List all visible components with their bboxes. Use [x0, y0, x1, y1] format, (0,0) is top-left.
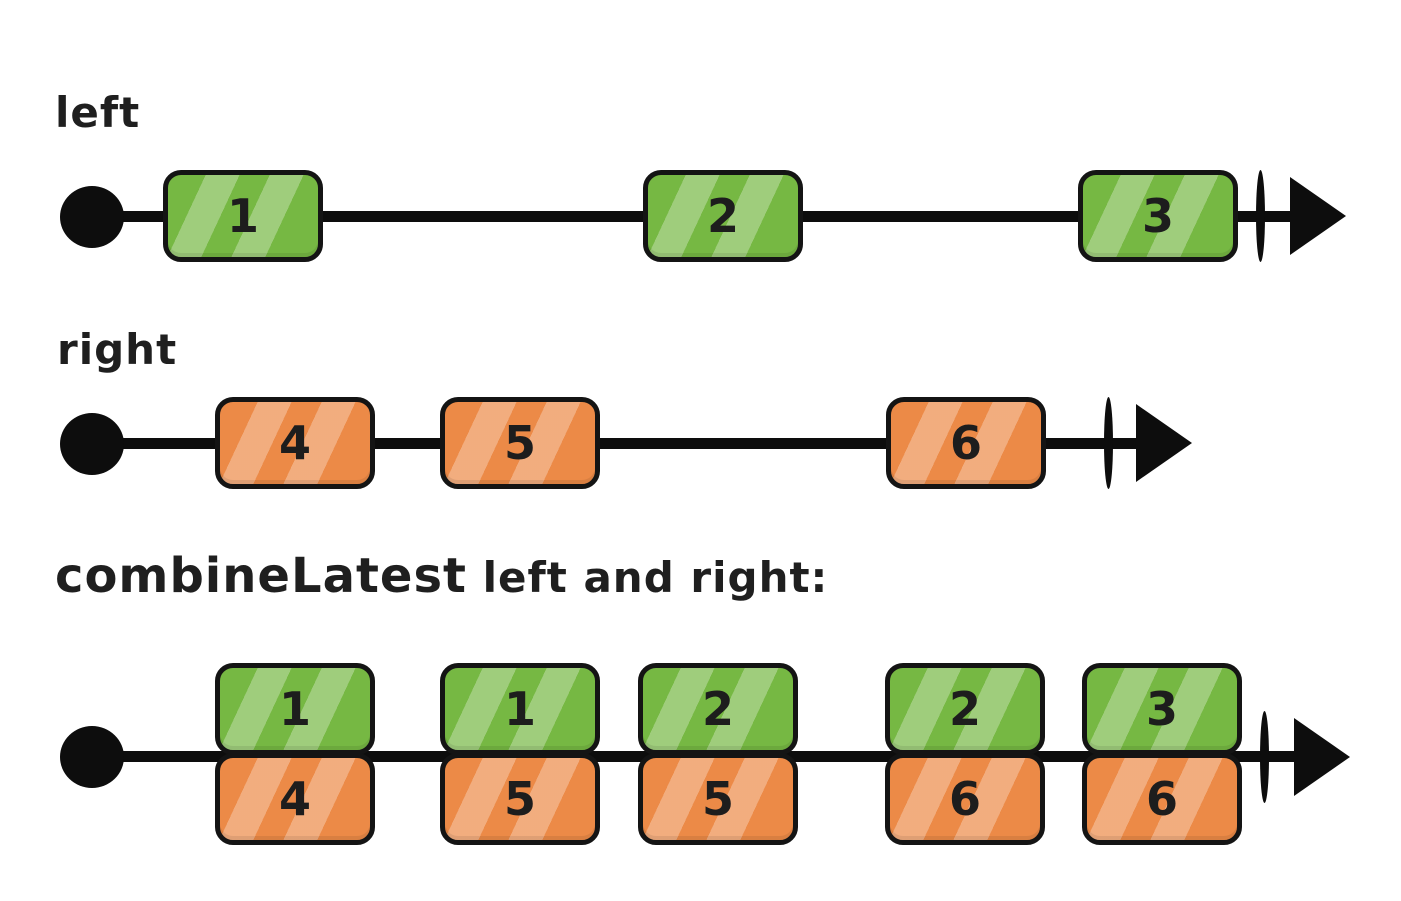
combined-timeline-end-tick	[1260, 711, 1269, 803]
marble-value: 5	[503, 772, 536, 826]
right-timeline-start-dot	[60, 413, 124, 475]
combined-pair-4-right: 6	[885, 753, 1045, 845]
combined-pair-3-right: 5	[638, 753, 798, 845]
operator-name: combineLatest	[55, 548, 467, 604]
right-timeline-line	[92, 438, 1155, 449]
marble-value: 5	[701, 772, 734, 826]
marble-value: 2	[706, 189, 739, 243]
marble-value: 6	[949, 416, 982, 470]
left-timeline-start-dot	[60, 186, 124, 248]
operator-suffix: left and right:	[466, 553, 829, 602]
left-timeline-arrowhead	[1290, 177, 1346, 255]
marble-value: 2	[948, 682, 981, 736]
marble-value: 1	[278, 682, 311, 736]
combined-pair-5-left: 3	[1082, 663, 1242, 755]
combined-pair-4-left: 2	[885, 663, 1045, 755]
marble-value: 1	[226, 189, 259, 243]
combined-pair-2-left: 1	[440, 663, 600, 755]
marble-value: 5	[503, 416, 536, 470]
combined-pair-1-left: 1	[215, 663, 375, 755]
marble-value: 4	[278, 416, 311, 470]
operator-label: combineLatest left and right:	[55, 548, 828, 604]
marble-value: 3	[1145, 682, 1178, 736]
marble-left-1: 1	[163, 170, 323, 262]
marble-value: 1	[503, 682, 536, 736]
combined-timeline-start-dot	[60, 726, 124, 788]
marble-value: 3	[1141, 189, 1174, 243]
combined-timeline-arrowhead	[1294, 718, 1350, 796]
marble-value: 2	[701, 682, 734, 736]
marble-left-3: 3	[1078, 170, 1238, 262]
combined-pair-1-right: 4	[215, 753, 375, 845]
marble-value: 4	[278, 772, 311, 826]
right-timeline-end-tick	[1104, 397, 1113, 489]
marble-left-2: 2	[643, 170, 803, 262]
combined-pair-2-right: 5	[440, 753, 600, 845]
combined-pair-5-right: 6	[1082, 753, 1242, 845]
marble-right-4: 4	[215, 397, 375, 489]
right-stream-label: right	[57, 325, 178, 374]
marble-value: 6	[1145, 772, 1178, 826]
right-timeline-arrowhead	[1136, 404, 1192, 482]
marble-value: 6	[948, 772, 981, 826]
marble-right-5: 5	[440, 397, 600, 489]
combined-pair-3-left: 2	[638, 663, 798, 755]
left-stream-label: left	[55, 88, 141, 137]
left-timeline-end-tick	[1256, 170, 1265, 262]
marble-right-6: 6	[886, 397, 1046, 489]
